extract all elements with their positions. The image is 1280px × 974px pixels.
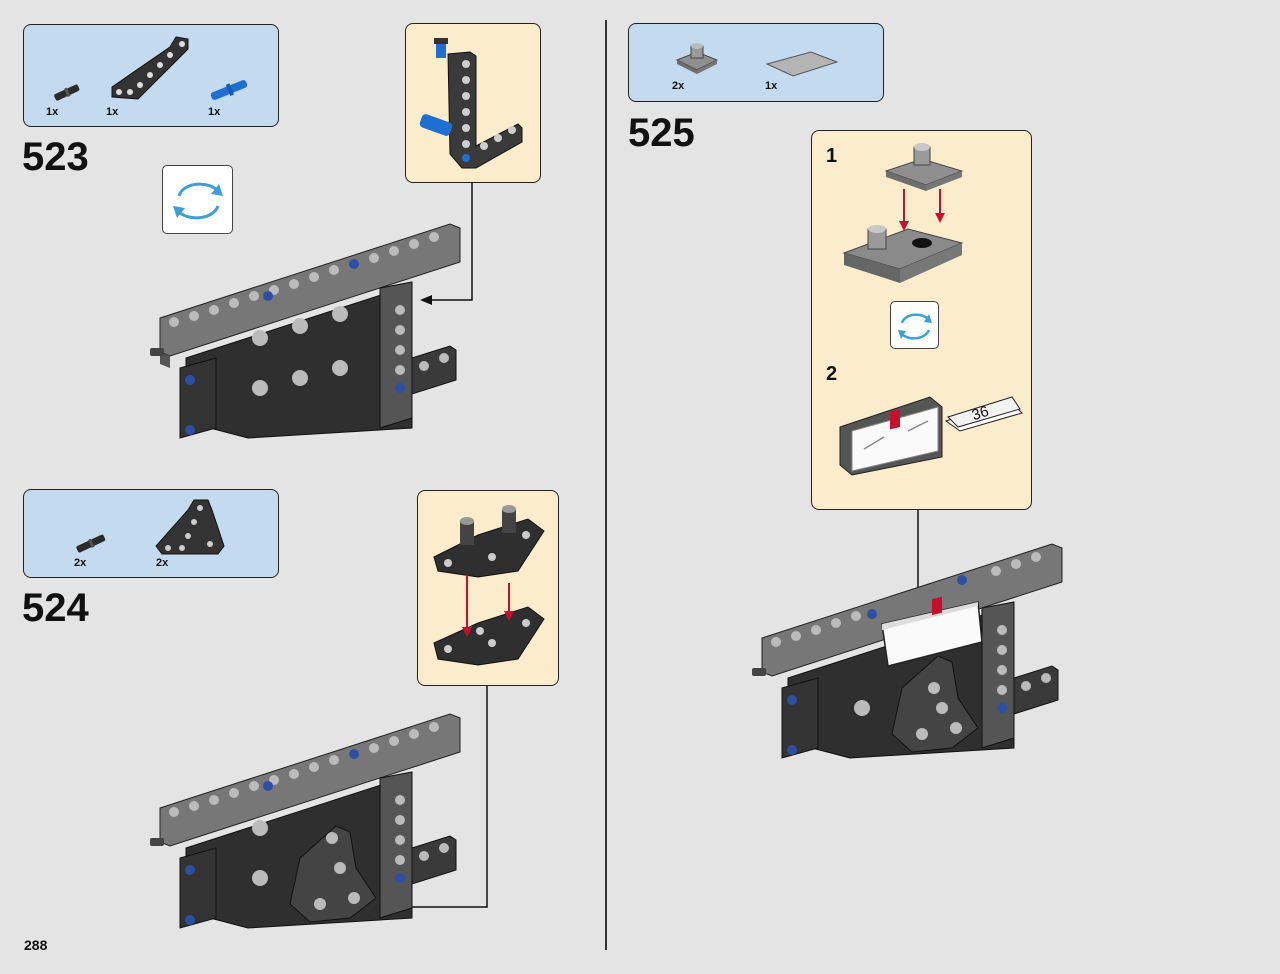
qty-label: 1x (208, 106, 221, 118)
callout-525: 1 2 36 (811, 130, 1032, 510)
qty-label: 2x (156, 557, 169, 569)
qty-label: 2x (672, 80, 685, 92)
turntable-plate-icon (675, 43, 719, 74)
page-number: 288 (24, 937, 48, 953)
rotate-model-indicator (162, 165, 233, 234)
callout-523 (405, 23, 541, 183)
stickered-tile-icon (839, 396, 1023, 476)
frame-model-525 (752, 543, 1063, 759)
triangle-beam-assembly-icon (433, 505, 545, 666)
l-beam-icon (111, 36, 189, 100)
rotate-model-indicator (890, 301, 939, 349)
step-number: 524 (22, 586, 89, 630)
substep-number: 1 (826, 145, 838, 167)
turntable-assembly-icon (842, 143, 964, 283)
qty-label: 1x (765, 80, 778, 92)
page-column-divider (605, 20, 607, 950)
parts-list-523: 1x 1x 1x (23, 24, 279, 127)
substep-number: 2 (826, 363, 838, 385)
qty-label: 2x (74, 557, 87, 569)
axle-pin-icon (76, 534, 106, 553)
l-beam-assembly-icon (419, 38, 523, 169)
tile-icon (765, 51, 839, 77)
frame-model-523 (150, 223, 461, 439)
callout-524 (417, 490, 559, 686)
triangle-beam-icon (155, 499, 225, 555)
rotate-icon (173, 182, 223, 220)
step-number: 525 (628, 111, 695, 155)
frame-model-524 (150, 713, 461, 929)
parts-list-525: 2x 1x (628, 23, 884, 102)
blue-axle-pin-icon (210, 80, 248, 100)
qty-label: 1x (46, 106, 59, 118)
parts-list-524: 2x 2x (23, 489, 279, 578)
rotate-icon (898, 313, 932, 340)
axle-pin-icon (54, 84, 80, 101)
qty-label: 1x (106, 106, 119, 118)
step-number: 523 (22, 135, 89, 179)
